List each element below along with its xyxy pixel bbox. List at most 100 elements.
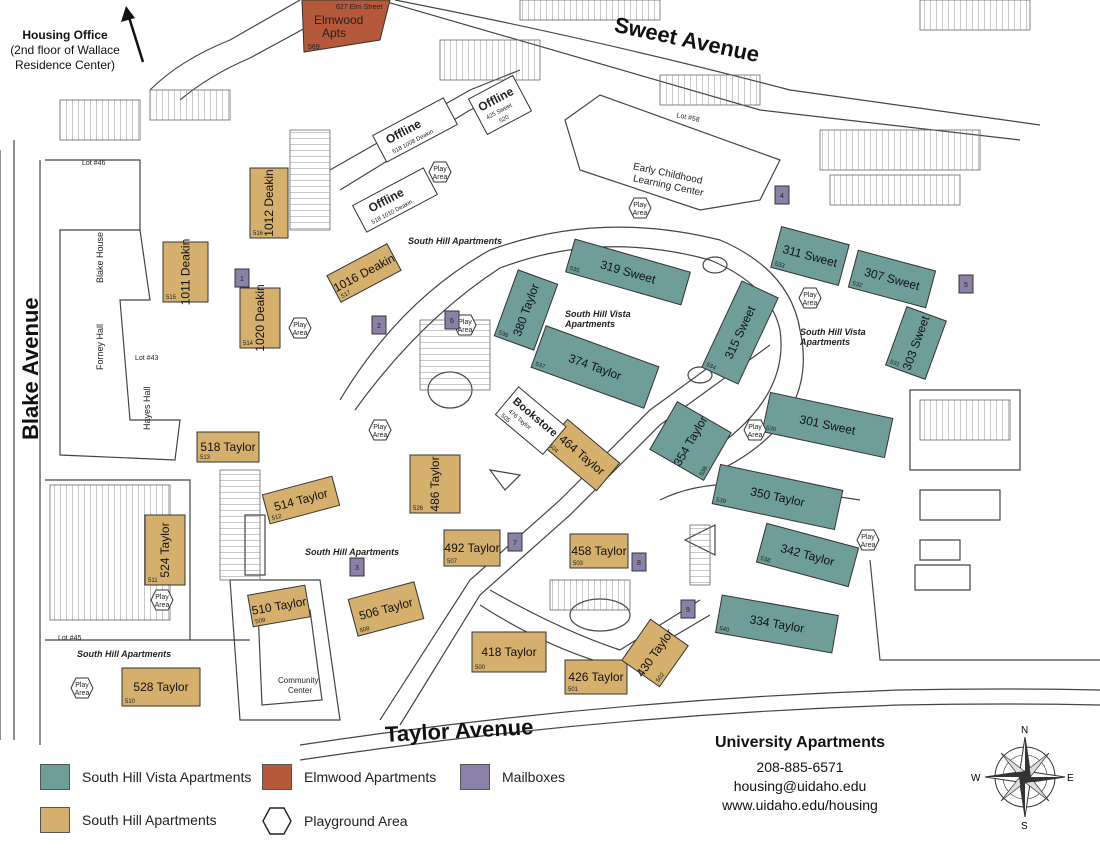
lot46-label: Lot #46 xyxy=(82,160,105,167)
south-hill-building-number: 516 xyxy=(253,231,264,237)
playground-hex-icon xyxy=(288,317,312,339)
mailbox-icon xyxy=(631,552,647,572)
south-hill-building-name: 1011 Deakin xyxy=(179,239,193,306)
south-hill-building-name: 528 Taylor xyxy=(133,680,188,694)
play-area-label: Area xyxy=(293,330,308,337)
vista-building-number: 534 xyxy=(705,362,717,372)
vista-building-shape xyxy=(701,280,779,385)
mailbox-number: 4 xyxy=(780,193,784,200)
vista-building-shape xyxy=(493,269,559,351)
elmwood-apts-building[interactable]: 627 Elm Street Elmwood Apts 569 xyxy=(301,0,391,53)
south-hill-apts-label-3: South Hill Apartments xyxy=(77,649,171,659)
play-area-label: Area xyxy=(155,602,170,609)
legend-elmwood-swatch xyxy=(262,764,292,790)
compass-rose: N S E W xyxy=(971,725,1074,832)
offline-building-425-sweet[interactable]: Offline 425 Sweet 520 xyxy=(467,74,533,136)
offline-building-1008-deakin[interactable]: Offline 518 1008 Deakin xyxy=(371,97,459,163)
south-hill-building-shape xyxy=(239,287,281,349)
blake-avenue-label: Blake Avenue xyxy=(18,297,43,440)
vista-building-shape xyxy=(565,238,691,306)
vista-building-shape xyxy=(711,463,844,531)
playground-hex-icon xyxy=(70,677,94,699)
vista-label-1b: Apartments xyxy=(564,319,615,329)
offline-building-1010-deakin[interactable]: Offline 518 1010 Deakin xyxy=(351,167,439,233)
vista-building-number: 532 xyxy=(852,281,864,290)
parking-stalls xyxy=(49,0,1031,621)
mailbox-icon xyxy=(680,599,696,619)
play-area-label: Play xyxy=(633,202,647,209)
south-hill-building-name: 524 Taylor xyxy=(158,522,172,577)
vista-building-shape xyxy=(761,391,894,459)
contact-phone[interactable]: 208-885-6571 xyxy=(756,759,844,775)
vista-building-number: 533 xyxy=(774,261,786,270)
mailbox-icon xyxy=(234,268,250,288)
svg-text:505: 505 xyxy=(499,413,511,424)
south-hill-building-shape xyxy=(443,529,501,567)
lot58-label: Lot #58 xyxy=(676,112,700,124)
mailbox-number: 5 xyxy=(964,282,968,289)
south-hill-building-name: 426 Taylor xyxy=(568,670,623,684)
play-area-label: Area xyxy=(861,542,876,549)
play-area-label: Play xyxy=(293,322,307,329)
playground-hex-icon xyxy=(368,419,392,441)
legend-mailbox-swatch xyxy=(460,764,490,790)
contact-title: University Apartments xyxy=(714,734,886,751)
play-area-label: Area xyxy=(433,174,448,181)
vista-building-number: 530 xyxy=(765,425,777,433)
south-hill-building-number: 504 xyxy=(547,444,559,455)
contact-website[interactable]: www.uidaho.edu/housing xyxy=(722,797,878,813)
housing-office-arrow xyxy=(121,6,145,63)
south-hill-building-shape xyxy=(409,454,461,514)
south-hill-building-name: 458 Taylor xyxy=(571,544,626,558)
south-hill-building-shape xyxy=(247,584,311,628)
mailbox-9: 9 xyxy=(680,599,696,619)
mailbox-number: 8 xyxy=(637,560,641,567)
vista-building-shape xyxy=(649,401,732,481)
vista-building-number: 540 xyxy=(719,626,731,634)
playground-hex-icon xyxy=(428,161,452,183)
play-area-label: Area xyxy=(803,300,818,307)
vista-label-1a: South Hill Vista xyxy=(565,309,631,319)
vista-label-2a: South Hill Vista xyxy=(800,327,866,337)
play-area-label: Play xyxy=(75,682,89,689)
housing-office-line1: (2nd floor of Wallace xyxy=(10,43,120,57)
legend-vista-label: South Hill Vista Apartments xyxy=(82,769,252,785)
housing-office-line2: Residence Center) xyxy=(14,58,116,72)
bookstore-building[interactable]: Bookstore 476 Taylor 505 xyxy=(494,386,567,456)
contact-email[interactable]: housing@uidaho.edu xyxy=(733,778,867,794)
south-hill-building-name: 492 Taylor xyxy=(444,541,499,555)
